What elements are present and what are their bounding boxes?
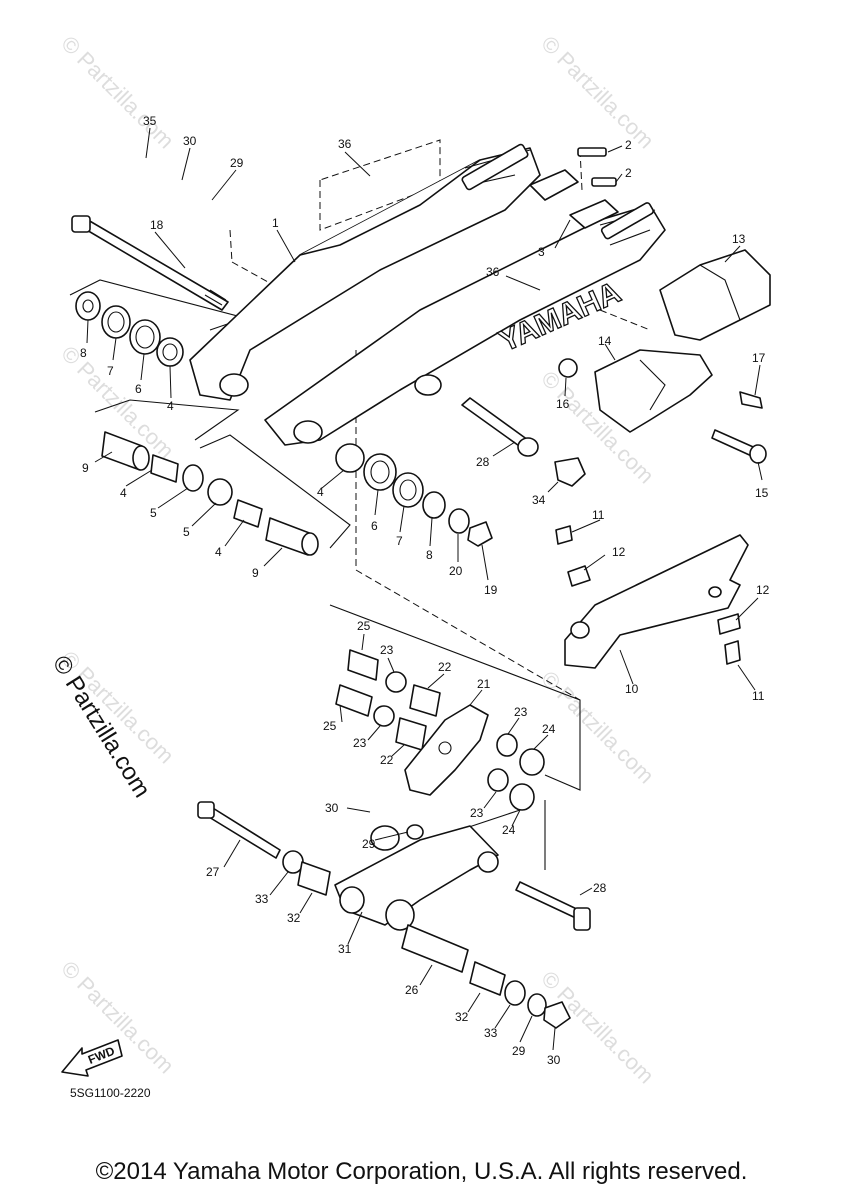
callout: 6 (371, 519, 378, 533)
callout: 36 (338, 137, 352, 151)
callout: 12 (612, 545, 626, 559)
callout: 21 (477, 677, 491, 691)
plates (529, 147, 619, 229)
callout: 23 (514, 705, 528, 719)
left-collars (101, 431, 319, 556)
callout: 35 (143, 114, 157, 128)
callout: 6 (135, 382, 142, 396)
callout: 22 (380, 753, 394, 767)
callout: 29 (512, 1044, 526, 1058)
callout: 29 (230, 156, 244, 170)
callout: 18 (150, 218, 164, 232)
callout: 5 (150, 506, 157, 520)
watermark: © Partzilla.com (56, 31, 179, 154)
bolt-upper (461, 397, 539, 457)
callout: 30 (325, 801, 339, 815)
callout: 3 (538, 245, 545, 259)
fwd-arrow-icon: FWD (61, 1039, 123, 1077)
callout: 1 (272, 216, 279, 230)
callout: 26 (405, 983, 419, 997)
chain-puller (554, 457, 586, 487)
chain-guide (558, 249, 771, 464)
callout: 22 (438, 660, 452, 674)
callouts: 35 30 29 36 1 18 2 2 3 36 13 14 17 16 15… (80, 114, 770, 1067)
callout: 24 (502, 823, 516, 837)
callout: 20 (449, 564, 463, 578)
callout: 33 (255, 892, 269, 906)
callout: 32 (287, 911, 301, 925)
callout: 32 (455, 1010, 469, 1024)
callout: 2 (625, 166, 632, 180)
callout: 17 (752, 351, 766, 365)
callout: 4 (215, 545, 222, 559)
watermarks: © Partzilla.com © Partzilla.com © Partzi… (56, 31, 659, 1089)
callout: 13 (732, 232, 746, 246)
callout: 30 (183, 134, 197, 148)
swingarm: YAMAHA (189, 143, 666, 446)
callout: 4 (167, 399, 174, 413)
lower-link (197, 801, 591, 1029)
callout: 4 (120, 486, 127, 500)
copyright-notice: ©2014 Yamaha Motor Corporation, U.S.A. A… (95, 1158, 748, 1185)
right-bearings (335, 443, 493, 547)
callout: 12 (756, 583, 770, 597)
callout: 10 (625, 682, 639, 696)
callout: 14 (598, 334, 612, 348)
callout: 15 (755, 486, 769, 500)
pivot-axle (71, 215, 229, 311)
watermark: © Partzilla.com (536, 31, 659, 154)
callout: 31 (338, 942, 352, 956)
callout: 23 (353, 736, 367, 750)
callout: 30 (547, 1053, 561, 1067)
relay-arm (555, 525, 749, 669)
callout: 16 (556, 397, 570, 411)
callout: 19 (484, 583, 498, 597)
callout: 25 (323, 719, 337, 733)
callout: 28 (593, 881, 607, 895)
relay-collars (335, 649, 545, 811)
callout: 5 (183, 525, 190, 539)
callout: 8 (426, 548, 433, 562)
callout: 11 (592, 508, 605, 522)
callout: 2 (625, 138, 632, 152)
callout: 24 (542, 722, 556, 736)
leader-lines (86, 127, 763, 1051)
callout: 7 (396, 534, 403, 548)
callout: 23 (380, 643, 394, 657)
callout: 29 (362, 837, 376, 851)
diagram-code: 5SG1100-2220 (70, 1086, 151, 1100)
callout: 23 (470, 806, 484, 820)
callout: 11 (752, 689, 765, 703)
left-bearings (75, 291, 184, 367)
callout: 4 (317, 485, 324, 499)
callout: 34 (532, 493, 546, 507)
callout: 25 (357, 619, 371, 633)
callout: 36 (486, 265, 500, 279)
callout: 8 (80, 346, 87, 360)
callout: 9 (82, 461, 89, 475)
callout: 33 (484, 1026, 498, 1040)
callout: 7 (107, 364, 114, 378)
callout: 27 (206, 865, 220, 879)
callout: 28 (476, 455, 490, 469)
callout: 9 (252, 566, 259, 580)
